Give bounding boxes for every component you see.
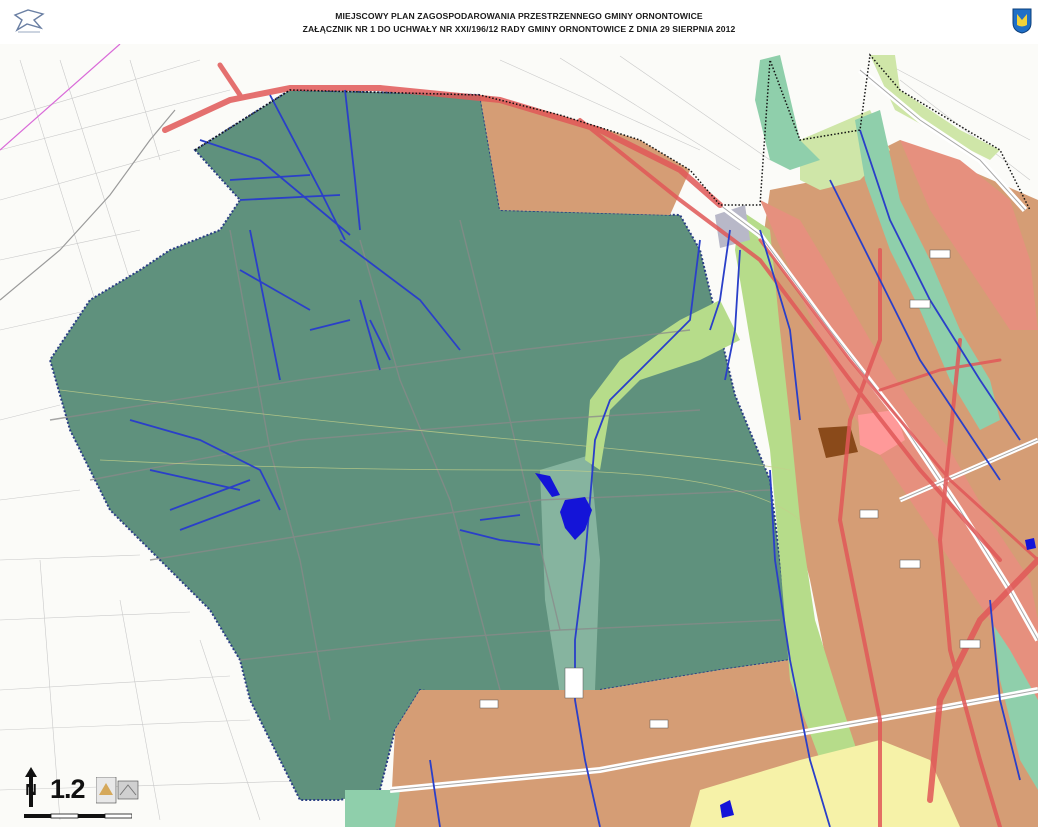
residential-zone-east[interactable] xyxy=(900,140,1038,330)
small-pond-south[interactable] xyxy=(720,800,734,818)
cadastral-lines xyxy=(0,55,1031,821)
mint-zone-north[interactable] xyxy=(755,55,820,170)
agricultural-zone-north[interactable] xyxy=(480,95,690,215)
plot-markers xyxy=(479,249,981,729)
mini-legend-icon xyxy=(96,777,139,804)
left-logo-icon xyxy=(13,9,45,33)
grey-zone-north[interactable] xyxy=(715,205,750,248)
small-pond-east[interactable] xyxy=(1025,538,1036,550)
settlement-road xyxy=(0,109,176,301)
pond[interactable] xyxy=(560,497,592,540)
green-strip-far-east[interactable] xyxy=(870,55,1000,160)
pond-inlet[interactable] xyxy=(535,473,560,497)
map-canvas[interactable] xyxy=(0,44,1038,827)
meadow-band-east[interactable] xyxy=(735,210,880,827)
map-title-line1: MIEJSCOWY PLAN ZAGOSPODAROWANIA PRZESTRZ… xyxy=(335,11,703,21)
map-header: MIEJSCOWY PLAN ZAGOSPODAROWANIA PRZESTRZ… xyxy=(0,0,1038,45)
mint-zone-river[interactable] xyxy=(855,110,1000,430)
service-zone[interactable] xyxy=(858,410,905,455)
scale-bar xyxy=(24,813,132,819)
coat-of-arms-icon xyxy=(1012,8,1032,34)
mint-zone-southwest[interactable] xyxy=(345,790,400,827)
magenta-line xyxy=(0,44,121,151)
power-line-corridors xyxy=(162,62,1038,827)
streams xyxy=(129,89,1021,827)
map-title-line2: ZAŁĄCZNIK NR 1 DO UCHWAŁY NR XXI/196/12 … xyxy=(302,24,736,34)
svg-text:N: N xyxy=(25,782,37,799)
forest-road-grid xyxy=(49,219,781,721)
yellow-zone[interactable] xyxy=(690,740,960,827)
zoning-map[interactable]: N 1.2 xyxy=(0,44,1038,827)
contour-lines xyxy=(59,389,801,521)
plan-boundary xyxy=(194,53,1031,211)
meadow-band-river[interactable] xyxy=(585,300,740,470)
north-arrow-icon: N xyxy=(25,767,37,807)
scale-value: 1.2 xyxy=(50,774,86,804)
